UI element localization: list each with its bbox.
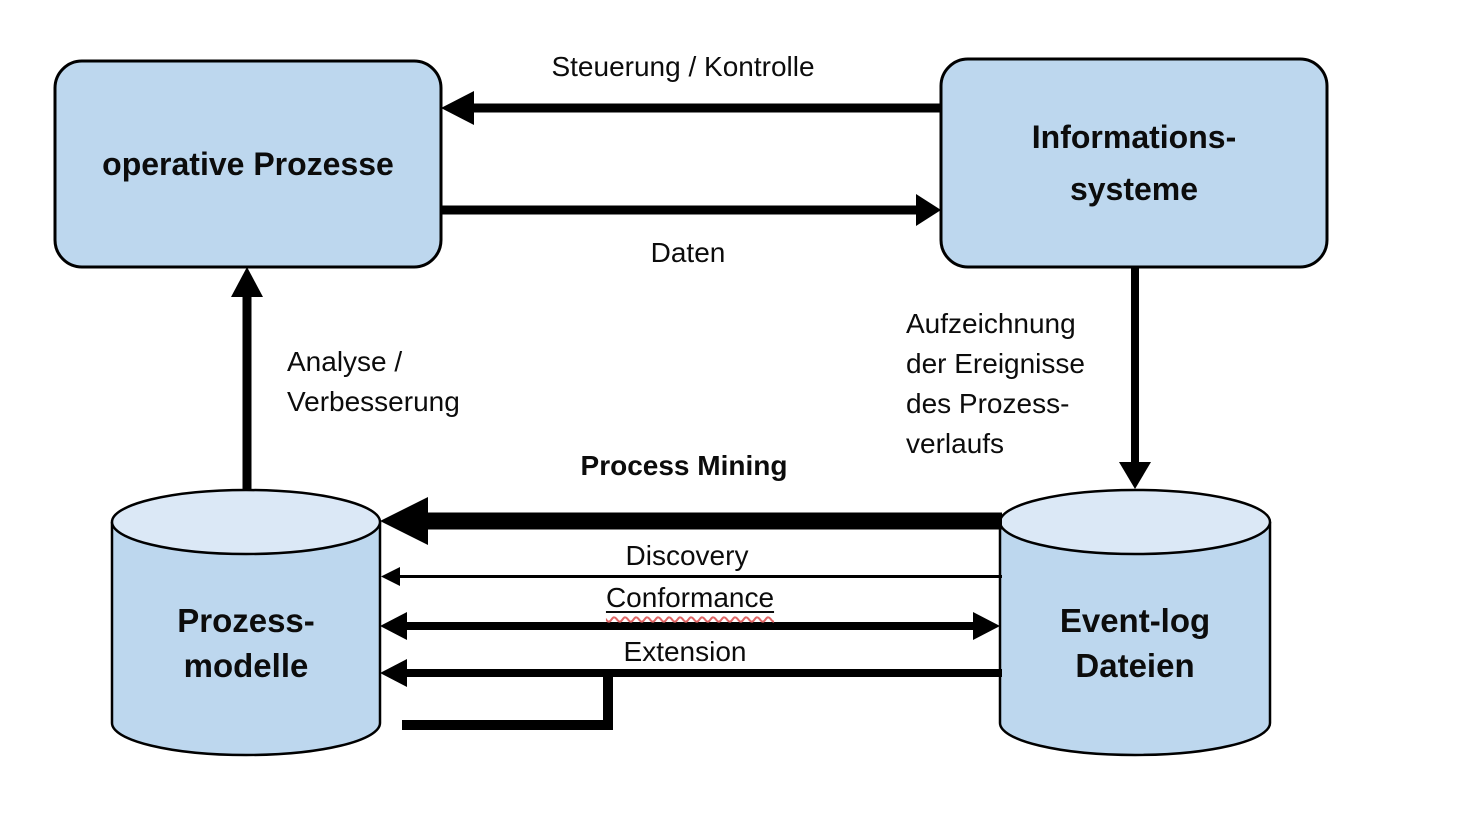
aufzeichnung-arrow [1119, 267, 1151, 489]
analyse-arrow [231, 267, 263, 491]
conformance-arrow [380, 612, 1000, 640]
eventlog-dateien-label-line2: Dateien [1075, 647, 1195, 684]
eventlog-dateien-label: Event-log Dateien [1000, 598, 1270, 688]
discovery-arrow [381, 567, 1002, 586]
operative-prozesse-label-text: operative Prozesse [102, 145, 394, 182]
prozessmodelle-label: Prozess- modelle [112, 598, 380, 688]
analyse-label-line2: Verbesserung [287, 386, 460, 417]
discovery-arrow-shaft [397, 575, 1002, 578]
aufzeichnung-label-line3: des Prozess- [906, 388, 1070, 419]
extension-arrow [380, 659, 1002, 730]
extension-elbow-connector [402, 676, 613, 730]
eventlog-cylinder [998, 488, 1272, 757]
extension-arrowhead-icon [380, 659, 407, 687]
analyse-arrowhead-icon [231, 267, 263, 297]
conformance-arrowhead-left-icon [380, 612, 407, 640]
process-mining-arrow [380, 497, 1002, 545]
operative-prozesse-label: operative Prozesse [55, 61, 441, 267]
aufzeichnung-arrowhead-icon [1119, 462, 1151, 489]
prozessmodelle-label-line1: Prozess- [177, 602, 315, 639]
informationssysteme-label-line2: systeme [1069, 171, 1199, 207]
discovery-arrowhead-icon [381, 567, 400, 586]
process-mining-arrow-shaft [424, 512, 1002, 530]
eventlog-cylinder-body [998, 522, 1272, 757]
aufzeichnung-label-line2: der Ereignisse [906, 348, 1085, 379]
conformance-label-text: Conformance [605, 582, 775, 613]
aufzeichnung-label-line4: verlaufs [906, 428, 1005, 459]
process-mining-arrowhead-icon [380, 497, 428, 545]
steuerung-arrow-shaft [470, 103, 941, 113]
steuerung-arrow [441, 91, 941, 125]
analyse-label: Analyse / Verbesserung [287, 342, 460, 422]
daten-arrow [441, 194, 941, 226]
extension-label: Extension [623, 636, 747, 667]
extension-arrow-shaft [403, 669, 1002, 677]
analyse-arrow-shaft [242, 294, 252, 491]
prozessmodelle-cylinder-body [110, 522, 382, 757]
conformance-label: Conformance [540, 581, 840, 615]
informationssysteme-label: Informations- systeme [941, 59, 1327, 267]
operative-prozesse-box [53, 59, 443, 269]
process-mining-label: Process Mining [580, 450, 788, 481]
informationssysteme-label-line1: Informations- [1031, 119, 1237, 155]
steuerung-label: Steuerung / Kontrolle [551, 51, 815, 82]
discovery-label: Discovery [625, 540, 749, 571]
eventlog-dateien-label-line1: Event-log [1059, 602, 1211, 639]
eventlog-cylinder-top [998, 488, 1272, 556]
analyse-label-line1: Analyse / [287, 346, 403, 377]
daten-arrow-shaft [441, 205, 919, 215]
steuerung-arrowhead-icon [441, 91, 474, 125]
daten-label: Daten [650, 237, 726, 268]
conformance-arrowhead-right-icon [973, 612, 1000, 640]
conformance-arrow-shaft [403, 622, 975, 630]
conformance-spellcheck-underline: Conformance [606, 582, 774, 613]
aufzeichnung-label: Aufzeichnung der Ereignisse des Prozess-… [906, 304, 1085, 464]
aufzeichnung-arrow-shaft [1131, 267, 1139, 464]
prozessmodelle-cylinder-top [110, 488, 382, 556]
aufzeichnung-label-line1: Aufzeichnung [906, 308, 1076, 339]
daten-arrowhead-icon [916, 194, 941, 226]
prozessmodelle-label-line2: modelle [183, 647, 309, 684]
